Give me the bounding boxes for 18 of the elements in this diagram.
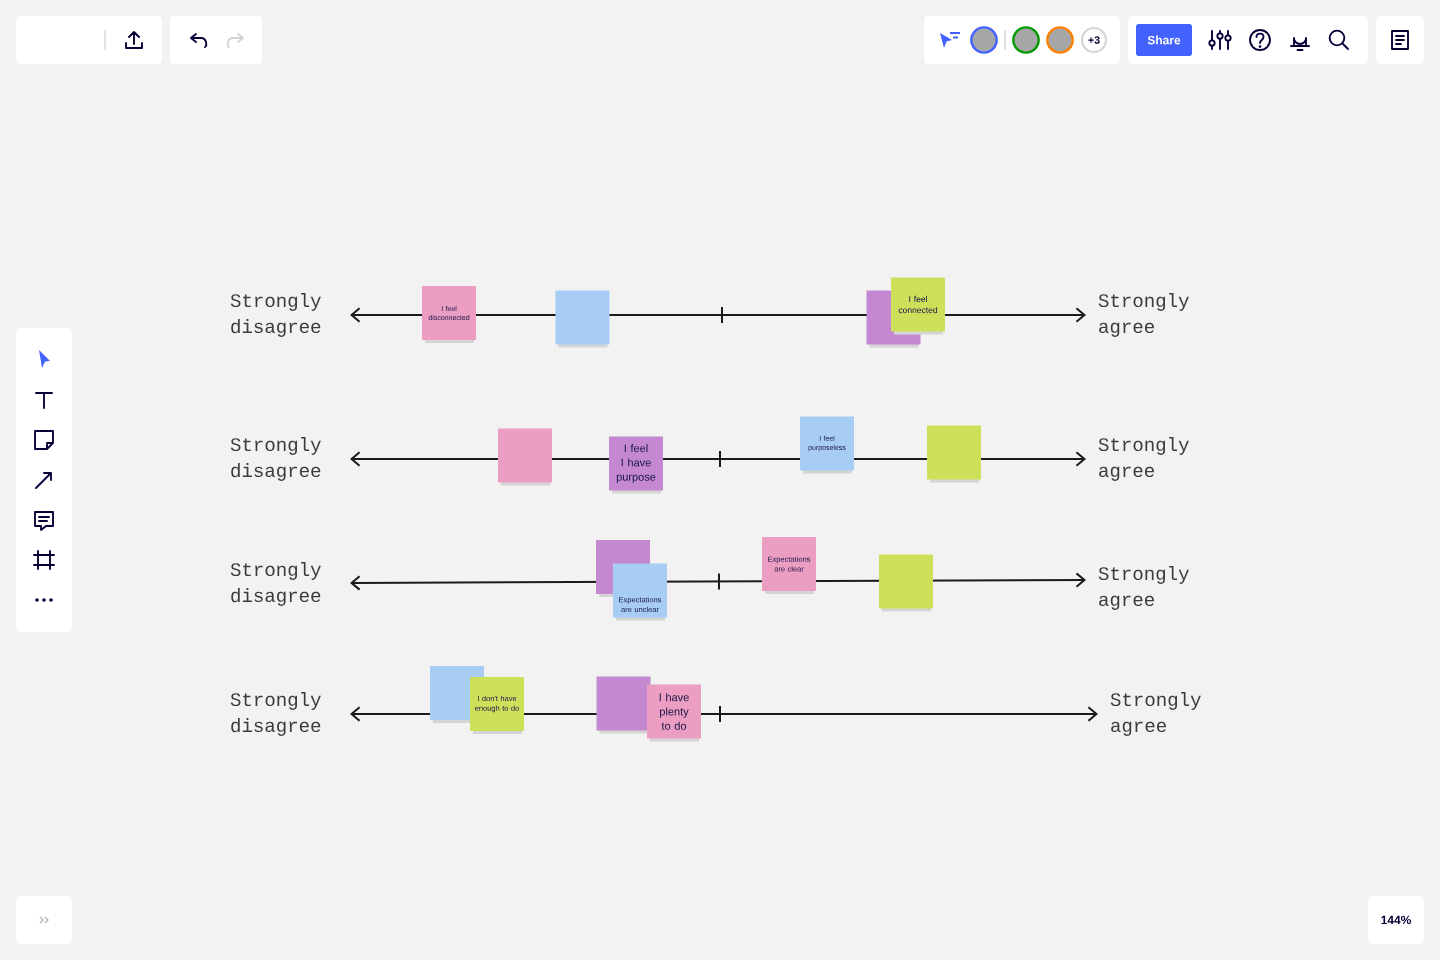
scale-label: Strongly disagree: [230, 437, 321, 481]
sticky-note: [879, 554, 933, 612]
scale-label: Strongly agree: [1098, 566, 1189, 610]
sticky-note: [555, 290, 610, 348]
scale-label: Strongly disagree: [230, 692, 321, 736]
sticky-note: [596, 676, 651, 734]
scale-label: Strongly agree: [1110, 692, 1201, 736]
sticky-note: I feel connected: [891, 277, 945, 335]
zoom-level: 144%: [1381, 915, 1411, 925]
sticky-note: I feel I have purpose: [609, 436, 663, 494]
scale-label: Strongly agree: [1098, 293, 1189, 337]
sticky-note: I have plenty to do: [647, 684, 701, 742]
sticky-note: [927, 425, 981, 483]
scale-label: Strongly disagree: [230, 562, 321, 606]
sticky-note: [498, 428, 552, 486]
share-button: Share: [1136, 24, 1192, 56]
scale-label: Strongly agree: [1098, 437, 1189, 481]
scale-label: Strongly disagree: [230, 293, 321, 337]
